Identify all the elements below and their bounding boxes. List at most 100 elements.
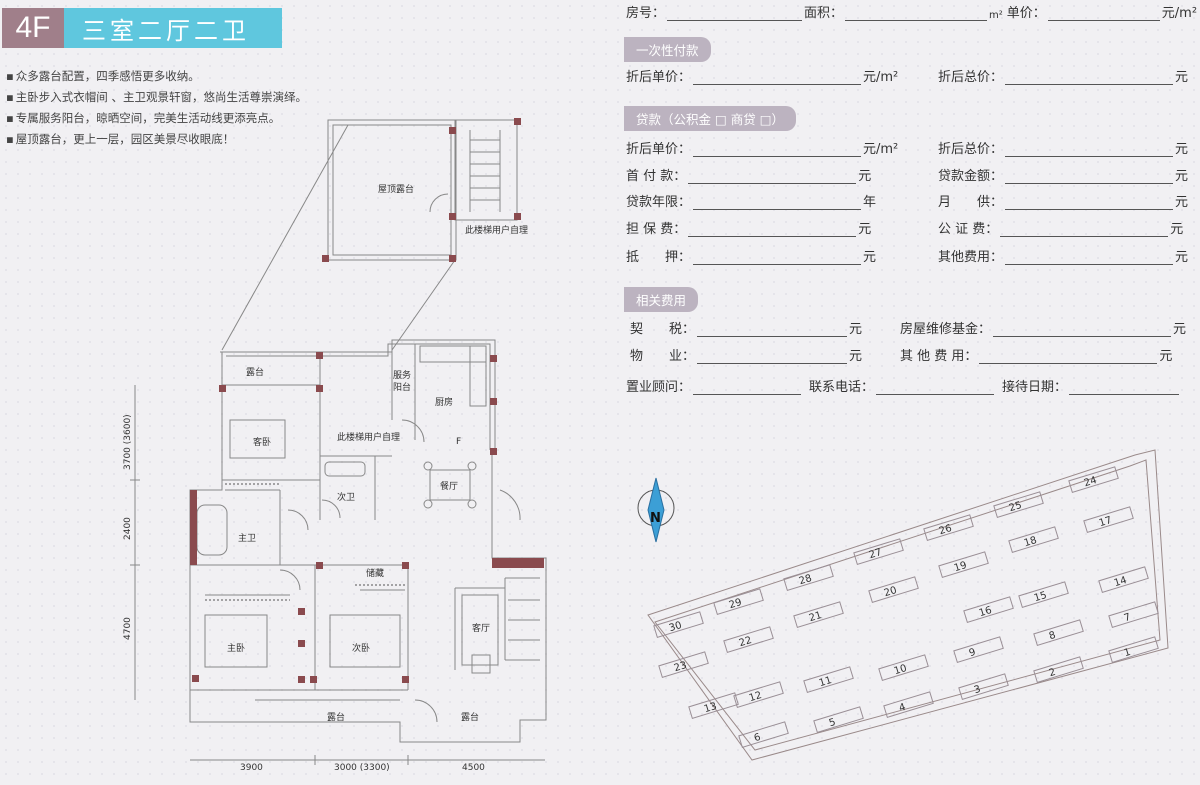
building-number: 10	[893, 663, 908, 677]
form-row: 其他费用：元	[938, 246, 1188, 265]
unit-label: 元	[858, 169, 872, 184]
property-label: 物 业：	[630, 349, 696, 364]
area-unit: m²	[989, 10, 1003, 21]
building-outline	[803, 666, 854, 693]
building-number: 3	[973, 684, 982, 696]
building-outline	[723, 626, 774, 653]
building-outline	[1083, 506, 1134, 533]
unit-label: 元	[1159, 349, 1173, 364]
dim-v1: 3700 (3600)	[123, 414, 133, 470]
discount-unit-price-field[interactable]	[693, 70, 862, 85]
monthly-field[interactable]	[1005, 195, 1174, 210]
building-number: 6	[753, 732, 762, 744]
label-service: 服务	[393, 369, 411, 381]
form-row: 月 供： 元	[938, 191, 1188, 210]
building-number: 29	[728, 597, 743, 611]
deed-tax-field[interactable]	[697, 322, 848, 337]
form-row: 契 税：元	[630, 318, 862, 337]
unit-label: 元	[849, 322, 863, 337]
unit-label: 元	[1175, 142, 1189, 157]
building-number: 20	[883, 585, 898, 599]
form-row: 其 他 费 用：元	[900, 345, 1172, 364]
building-outline	[938, 551, 989, 578]
maintenance-fund-field[interactable]	[993, 322, 1172, 337]
building-number: 22	[738, 635, 753, 649]
unit-label: 元	[1170, 222, 1184, 237]
feature-item: 主卧步入式衣帽间 、主卫观景轩窗，悠尚生活尊崇演绎。	[6, 87, 307, 108]
label-storage: 储藏	[366, 567, 384, 579]
building-number: 19	[953, 560, 968, 574]
label-second-bedroom: 次卧	[352, 642, 370, 654]
consultant-field[interactable]	[693, 380, 802, 395]
unit-price-field[interactable]	[1047, 6, 1160, 21]
building-number: 18	[1023, 535, 1038, 549]
other-fees-field[interactable]	[1005, 250, 1174, 265]
label-master-bedroom: 主卧	[227, 642, 245, 654]
mortgage-label: 抵 押：	[626, 250, 692, 265]
discount-unit-price-label: 折后单价：	[626, 70, 692, 85]
guarantee-fee-field[interactable]	[688, 222, 857, 237]
building-outline	[813, 706, 864, 733]
loan-total-field[interactable]	[1005, 142, 1174, 157]
loan-amount-field[interactable]	[1005, 169, 1174, 184]
floor-label: 4F	[2, 8, 64, 48]
building-number: 11	[818, 675, 833, 689]
other-fees-label: 其他费用：	[938, 250, 1004, 265]
label-terrace-bottom-1: 露台	[327, 711, 345, 723]
room-no-field[interactable]	[667, 6, 803, 21]
building-outline	[963, 596, 1014, 623]
label-stair-note-mid: 此楼梯用户自理	[337, 431, 400, 443]
floor-plan: 屋顶露台 此楼梯用户自理 露台 客卧 服务 阳台 厨房 此楼梯用户自理 F 餐厅…	[123, 118, 547, 773]
unit-label: 年	[863, 195, 877, 210]
building-number: 12	[748, 690, 763, 704]
consultant-label: 置业顾问：	[626, 380, 692, 395]
label-stair-note: 此楼梯用户自理	[465, 224, 528, 236]
building-number: 13	[703, 701, 718, 715]
unit-label: 元	[1175, 195, 1189, 210]
label-second-bath: 次卫	[337, 491, 355, 503]
property-field[interactable]	[697, 349, 848, 364]
area-field[interactable]	[845, 6, 988, 21]
down-payment-field[interactable]	[688, 169, 857, 184]
building-outline	[733, 681, 784, 708]
unit-label: 元/m²	[863, 142, 899, 157]
building-number: 7	[1123, 612, 1132, 624]
building-number: 1	[1123, 647, 1132, 659]
form-row: 担 保 费：元	[626, 218, 871, 237]
form-row: 折后总价：元	[938, 138, 1188, 157]
discount-total-field[interactable]	[1005, 70, 1174, 85]
building-outline	[853, 538, 904, 565]
building-number: 2	[1048, 667, 1057, 679]
notary-fee-field[interactable]	[1000, 222, 1169, 237]
down-payment-label: 首 付 款：	[626, 169, 687, 184]
other-fees2-field[interactable]	[979, 349, 1158, 364]
section-related: 相关费用	[624, 287, 699, 312]
building-outline	[783, 564, 834, 591]
label-master-bath: 主卫	[238, 532, 256, 544]
form-row: 贷款金额：元	[938, 165, 1188, 184]
building-outline	[688, 692, 739, 719]
feature-item: 专属服务阳台，晾晒空间，完美生活动线更添亮点。	[6, 108, 307, 129]
loan-unit-price-field[interactable]	[693, 142, 862, 157]
building-number: 14	[1113, 575, 1128, 589]
phone-field[interactable]	[876, 380, 995, 395]
label-dining: 餐厅	[440, 480, 458, 492]
form-row-top: 房号： 面积： m² 单价： 元/m²	[626, 2, 1197, 21]
building-outline	[1018, 581, 1069, 608]
room-no-label: 房号：	[626, 6, 666, 21]
building-outline	[953, 636, 1004, 663]
label-terrace: 露台	[246, 366, 264, 378]
date-field[interactable]	[1069, 380, 1180, 395]
loan-years-field[interactable]	[693, 195, 862, 210]
building-number: 9	[968, 647, 977, 659]
building-number: 16	[978, 605, 993, 619]
monthly-label: 月 供：	[938, 195, 1004, 210]
label-terrace-bottom-2: 露台	[461, 711, 479, 723]
label-balcony: 阳台	[393, 381, 411, 393]
feature-item: 屋顶露台，更上一层，园区美景尽收眼底！	[6, 129, 307, 150]
form-row: 折后单价：元/m²	[626, 138, 898, 157]
phone-label: 联系电话：	[809, 380, 875, 395]
discount-total-label: 折后总价：	[938, 70, 1004, 85]
mortgage-field[interactable]	[693, 250, 862, 265]
building-outline	[993, 491, 1044, 518]
